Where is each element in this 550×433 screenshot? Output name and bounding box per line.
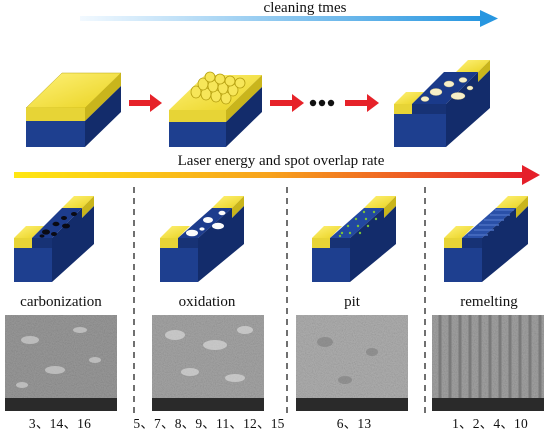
step-arrow-2 — [270, 94, 304, 112]
column-title-remelting: remelting — [460, 294, 518, 310]
column-title-carbonization: carbonization — [20, 294, 102, 310]
block-carbonization — [14, 196, 94, 282]
block-initial — [25, 72, 122, 147]
samples-carbonization: 3、14、16 — [28, 416, 92, 431]
step-arrow-3 — [345, 94, 379, 112]
column-title-pit: pit — [344, 294, 360, 310]
samples-pit: 6、13 — [336, 416, 372, 431]
laser-energy-label: Laser energy and spot overlap rate — [177, 153, 385, 169]
step-arrow-1 — [129, 94, 162, 112]
ellipsis-dots — [309, 99, 335, 107]
block-remelting — [444, 196, 528, 282]
sem-image-oxidation — [152, 315, 264, 411]
column-dividers — [133, 187, 426, 418]
block-ripples — [169, 71, 262, 147]
cleaning-times-arrow — [80, 10, 498, 27]
sem-image-remelting — [432, 315, 544, 411]
sem-image-pit — [296, 315, 408, 411]
block-patches — [394, 60, 490, 147]
block-oxidation — [160, 196, 244, 282]
samples-oxidation: 5、7、8、9、11、12、15 — [133, 416, 285, 431]
block-pit — [312, 196, 396, 282]
column-title-oxidation: oxidation — [178, 294, 236, 310]
cleaning-times-label: cleaning tmes — [263, 0, 347, 16]
sem-image-carbonization — [5, 315, 117, 411]
laser-energy-arrow — [14, 165, 540, 185]
samples-remelting: 1、2、4、10 — [452, 416, 528, 431]
